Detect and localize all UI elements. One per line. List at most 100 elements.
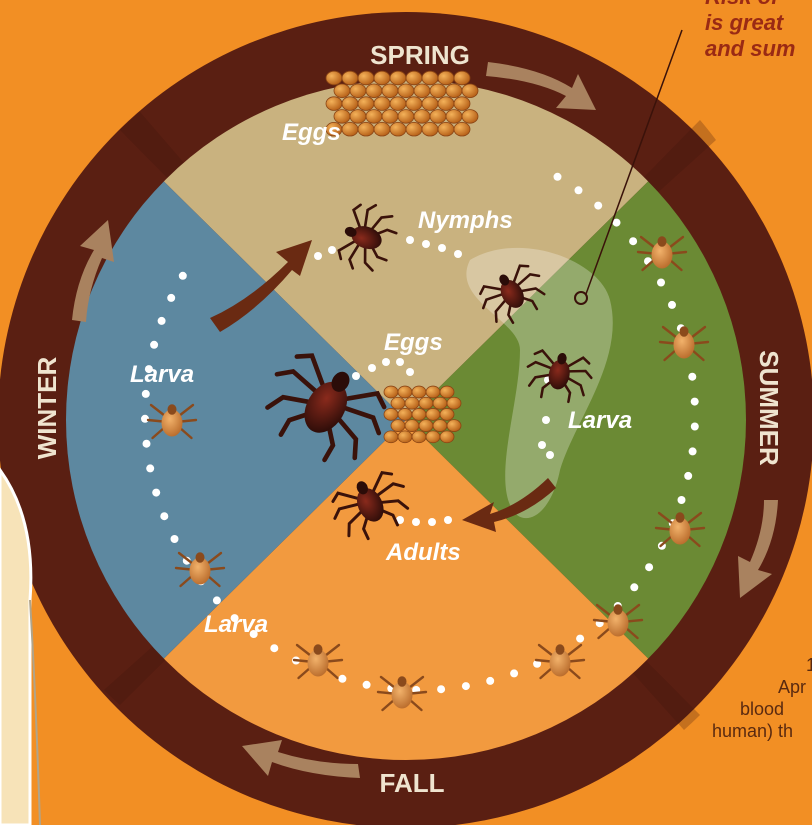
egg [446, 84, 462, 98]
path-dot [645, 563, 653, 571]
risk-callout: Risk of is great and sum [705, 0, 795, 62]
path-dot [363, 681, 371, 689]
stage-label-adults: Adults [385, 539, 461, 566]
egg [390, 71, 406, 85]
path-dot [171, 535, 179, 543]
stage-label-eggs-center: Eggs [384, 329, 443, 356]
path-dot [141, 415, 149, 423]
egg [374, 71, 390, 85]
stage-label-eggs-top: Eggs [282, 119, 341, 146]
path-dot [510, 669, 518, 677]
callout-line: is great [705, 10, 795, 36]
egg [326, 71, 342, 85]
callout-line: Risk of [705, 0, 795, 10]
egg [384, 386, 398, 398]
egg [398, 431, 412, 443]
path-dot [688, 373, 696, 381]
egg [422, 122, 438, 136]
egg [422, 71, 438, 85]
path-dot [213, 596, 221, 604]
egg [438, 71, 454, 85]
stage-label-nymphs: Nymphs [418, 207, 513, 234]
side-note: 1/ Apr blood human) th [760, 654, 812, 742]
egg [414, 84, 430, 98]
egg [334, 84, 350, 98]
path-dot [678, 496, 686, 504]
egg [433, 420, 447, 432]
egg [454, 97, 470, 111]
egg [440, 386, 454, 398]
egg [419, 397, 433, 409]
egg [426, 386, 440, 398]
egg [398, 110, 414, 124]
egg [440, 431, 454, 443]
egg [384, 431, 398, 443]
egg [342, 97, 358, 111]
egg [412, 431, 426, 443]
stage-label-larva-bottom: Larva [204, 611, 268, 638]
egg [391, 397, 405, 409]
egg [419, 420, 433, 432]
note-line: human) th [712, 720, 812, 742]
path-dot [668, 301, 676, 309]
egg [374, 122, 390, 136]
egg [358, 97, 374, 111]
path-dot [657, 279, 665, 287]
egg [398, 408, 412, 420]
egg [350, 110, 366, 124]
egg [433, 397, 447, 409]
path-dot [691, 398, 699, 406]
egg [366, 110, 382, 124]
egg [382, 110, 398, 124]
egg [398, 386, 412, 398]
egg [406, 122, 422, 136]
egg [440, 408, 454, 420]
egg [326, 97, 342, 111]
path-dot [486, 677, 494, 685]
egg [405, 420, 419, 432]
egg [462, 84, 478, 98]
egg [391, 420, 405, 432]
egg [366, 84, 382, 98]
egg [454, 122, 470, 136]
season-label-fall: FALL [380, 768, 445, 798]
note-line: Apr [760, 676, 812, 698]
path-dot [691, 423, 699, 431]
path-dot [576, 635, 584, 643]
egg [382, 84, 398, 98]
egg [426, 431, 440, 443]
path-dot [338, 675, 346, 683]
egg [412, 408, 426, 420]
egg [422, 97, 438, 111]
egg [414, 110, 430, 124]
egg [426, 408, 440, 420]
callout-line: and sum [705, 36, 795, 62]
egg [405, 397, 419, 409]
egg [447, 420, 461, 432]
path-dot [158, 317, 166, 325]
egg [462, 110, 478, 124]
egg [438, 122, 454, 136]
path-dot [629, 237, 637, 245]
path-dot [160, 512, 168, 520]
path-dot [684, 472, 692, 480]
path-dot [167, 294, 175, 302]
eggs-cluster-top [326, 71, 478, 136]
egg [406, 71, 422, 85]
season-label-winter: WINTER [32, 357, 62, 460]
egg [398, 84, 414, 98]
stage-label-larva-right: Larva [568, 407, 632, 434]
note-line: blood [740, 698, 812, 720]
note-line: 1/ [760, 654, 812, 676]
path-dot [150, 341, 158, 349]
season-label-summer: SUMMER [754, 350, 784, 466]
path-dot [146, 464, 154, 472]
path-dot [689, 447, 697, 455]
egg [374, 97, 390, 111]
path-dot [630, 583, 638, 591]
egg [350, 84, 366, 98]
path-dot [142, 390, 150, 398]
eggs-cluster-center [384, 386, 461, 443]
path-dot [575, 186, 583, 194]
